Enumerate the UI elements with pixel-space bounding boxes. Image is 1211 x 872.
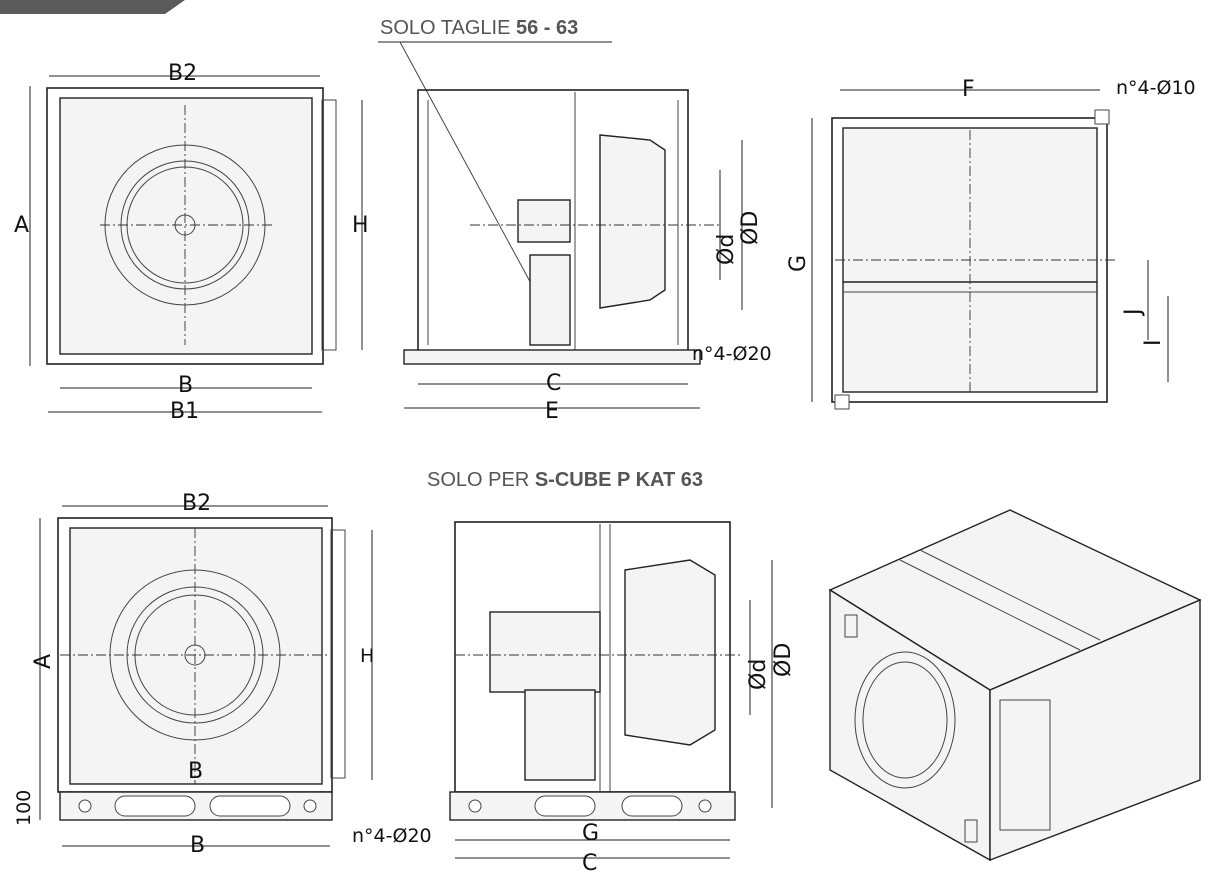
label-e-top: E [545,399,559,424]
label-holes10: n°4-Ø10 [1116,77,1196,99]
label-d-outer-bottom: ØD [771,643,796,677]
model-note-bold: S-CUBE P KAT 63 [535,469,703,491]
model-note-prefix: SOLO PER [427,469,535,491]
sizes-note-bold: 56 - 63 [516,17,578,39]
label-d-inner-top: Ød [714,234,739,265]
label-g-top: G [786,255,811,272]
label-holes20-bottom: n°4-Ø20 [352,825,432,847]
label-holes20-top: n°4-Ø20 [692,343,772,365]
label-b-bottom: B [190,833,205,858]
label-b2-bottom: B2 [182,491,211,516]
svg-text:SOLO TAGLIE 56 - 63: SOLO TAGLIE 56 - 63 [380,17,578,39]
label-f: F [962,77,975,102]
label-b2-top: B2 [168,61,197,86]
label-j: J [1121,309,1146,318]
label-h-top: H [352,213,369,238]
label-c-top: C [546,371,561,396]
label-a-bottom: A [31,654,56,669]
top-view: F n°4-Ø10 G J I [786,77,1196,410]
front-view-top: B2 A H B B1 [14,61,369,424]
isometric-view [828,509,1202,862]
label-d-outer-top: ØD [738,211,763,245]
sizes-note: SOLO TAGLIE 56 - 63 [378,17,612,301]
label-g-bottom: G [582,821,599,846]
label-i: I [1141,340,1166,347]
label-b1-top: B1 [170,399,199,424]
label-b-top: B [178,373,193,398]
model-note: SOLO PER S-CUBE P KAT 63 [427,469,703,491]
label-d-inner-bottom: Ød [746,659,771,690]
label-c-bottom: C [582,851,597,872]
label-b-bottom-inner: B [188,759,203,784]
side-view-top: Ød ØD n°4-Ø20 C E [403,89,772,424]
front-view-bottom: B2 A H B 100 B [13,491,374,858]
sizes-note-prefix: SOLO TAGLIE [380,17,516,39]
label-a-top: A [14,213,29,238]
label-h-bottom: H [360,645,374,667]
side-view-bottom: Ød ØD n°4-Ø20 G C [352,521,796,872]
label-base-height: 100 [13,790,35,826]
header-tab [0,0,185,14]
